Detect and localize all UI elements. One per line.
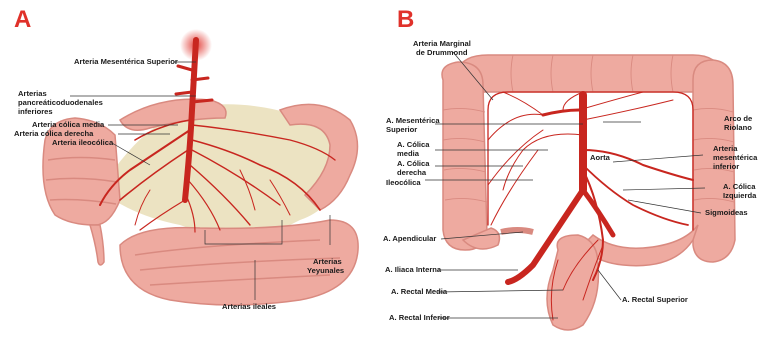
label-ileocolica: Ileocólica (386, 179, 421, 187)
label-rectal-media: A. Rectal Media (391, 288, 447, 296)
panel-b: B Arteria Marginal de Drummond A. Mesent… (383, 0, 766, 338)
label-apendicular: A. Apendicular (383, 235, 436, 243)
label-pdi-line3: inferiores (18, 108, 53, 116)
label-colica-derecha-line2: derecha (397, 169, 426, 177)
label-colica-media-line2: media (397, 150, 419, 158)
label-rectal-inferior: A. Rectal Inferior (389, 314, 450, 322)
rectum (547, 235, 598, 330)
label-ileocolica: Arteria ileocólica (52, 139, 113, 147)
label-sma: Arteria Mesentérica Superior (74, 58, 178, 66)
label-ileales: Arterias ileales (222, 303, 276, 311)
label-ams-line2: Superior (386, 126, 417, 134)
label-riolano-line2: Riolano (724, 124, 752, 132)
label-ami-line3: inferior (713, 163, 739, 171)
label-iliaca: A. Iliaca Interna (385, 266, 441, 274)
colon (442, 55, 735, 266)
label-aorta: Aorta (590, 154, 610, 162)
label-yeyunales-line2: Yeyunales (307, 267, 344, 275)
label-rectal-superior: A. Rectal Superior (622, 296, 688, 304)
panel-a-illustration (0, 0, 383, 338)
label-colica-izq-line2: Izquierda (723, 192, 756, 200)
label-marginal-line2: de Drummond (416, 49, 467, 57)
panel-a-letter: A (14, 6, 31, 34)
panel-a: A Arteria Mesentérica Superior Arterias … (0, 0, 383, 338)
panel-b-letter: B (397, 6, 414, 34)
label-sigmoideas: Sigmoideas (705, 209, 748, 217)
